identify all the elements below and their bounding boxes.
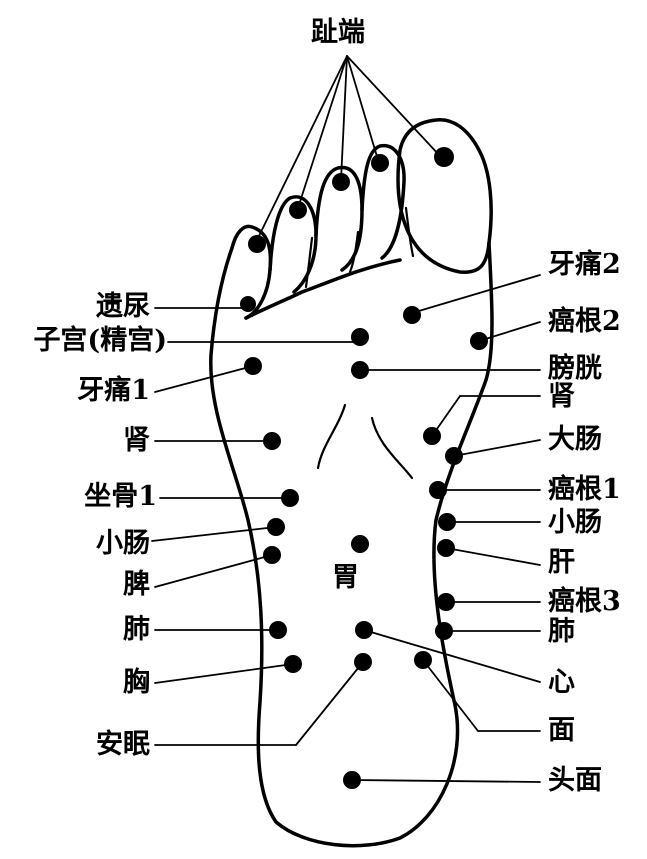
- label-enuresis: 遗尿: [96, 291, 150, 322]
- label-cancer-root-2: 癌根2: [548, 306, 621, 337]
- point-toe-2: [289, 201, 307, 219]
- point-small-intestine-right: [438, 513, 456, 531]
- label-kidney-left: 肾: [123, 425, 150, 456]
- point-insomnia: [354, 653, 372, 671]
- label-cancer-root-1: 癌根1: [548, 474, 621, 505]
- label-toothache-2: 牙痛2: [548, 249, 621, 280]
- point-kidney-left: [263, 432, 281, 450]
- point-lung-right: [435, 622, 453, 640]
- reflex-points: [240, 147, 488, 789]
- point-toe-1: [248, 235, 266, 253]
- label-uterus: 子宫(精宫): [33, 325, 167, 356]
- point-lung-left: [269, 621, 287, 639]
- point-toothache-2: [403, 306, 421, 324]
- point-large-intestine: [445, 447, 463, 465]
- point-toe-4: [371, 154, 389, 172]
- point-stomach: [351, 535, 369, 553]
- label-small-intestine-left: 小肠: [96, 528, 150, 559]
- label-large-intestine: 大肠: [548, 424, 602, 455]
- label-kidney-right: 肾: [548, 381, 575, 412]
- point-spleen: [263, 546, 281, 564]
- point-kidney-right: [423, 427, 441, 445]
- label-toothache-1: 牙痛1: [77, 375, 150, 406]
- point-cancer-root-1: [429, 481, 447, 499]
- point-small-intestine-left: [267, 518, 285, 536]
- label-face: 面: [548, 715, 575, 746]
- point-chest: [284, 655, 302, 673]
- point-head-face: [343, 771, 361, 789]
- label-lung-left: 肺: [123, 614, 150, 645]
- label-cancer-root-3: 癌根3: [548, 586, 621, 617]
- label-insomnia: 安眠: [96, 729, 150, 760]
- point-sciatic-1: [281, 489, 299, 507]
- point-uterus: [351, 328, 369, 346]
- label-spleen: 脾: [123, 569, 150, 600]
- leader-lines: [151, 55, 541, 783]
- label-toe-tips: 趾端: [311, 17, 365, 48]
- point-cancer-root-2: [470, 332, 488, 350]
- label-liver: 肝: [548, 547, 575, 578]
- label-small-intestine-right: 小肠: [548, 507, 602, 538]
- label-head-face: 头面: [548, 765, 602, 796]
- foot-detail-strokes: [250, 206, 415, 480]
- point-heart: [355, 621, 373, 639]
- foot-outline: [209, 118, 494, 848]
- label-stomach: 胃: [332, 562, 359, 593]
- point-toothache-1: [244, 357, 262, 375]
- label-heart: 心: [548, 667, 575, 698]
- point-bladder: [351, 361, 369, 379]
- point-toe-3: [332, 173, 350, 191]
- label-sciatic-1: 坐骨1: [84, 481, 157, 512]
- label-lung-right: 肺: [548, 616, 575, 647]
- point-face: [414, 651, 432, 669]
- label-bladder: 膀胱: [548, 353, 602, 384]
- point-toe-5: [434, 147, 454, 167]
- point-liver: [437, 539, 455, 557]
- point-enuresis: [240, 296, 256, 312]
- label-chest: 胸: [123, 667, 150, 698]
- point-cancer-root-3: [437, 593, 455, 611]
